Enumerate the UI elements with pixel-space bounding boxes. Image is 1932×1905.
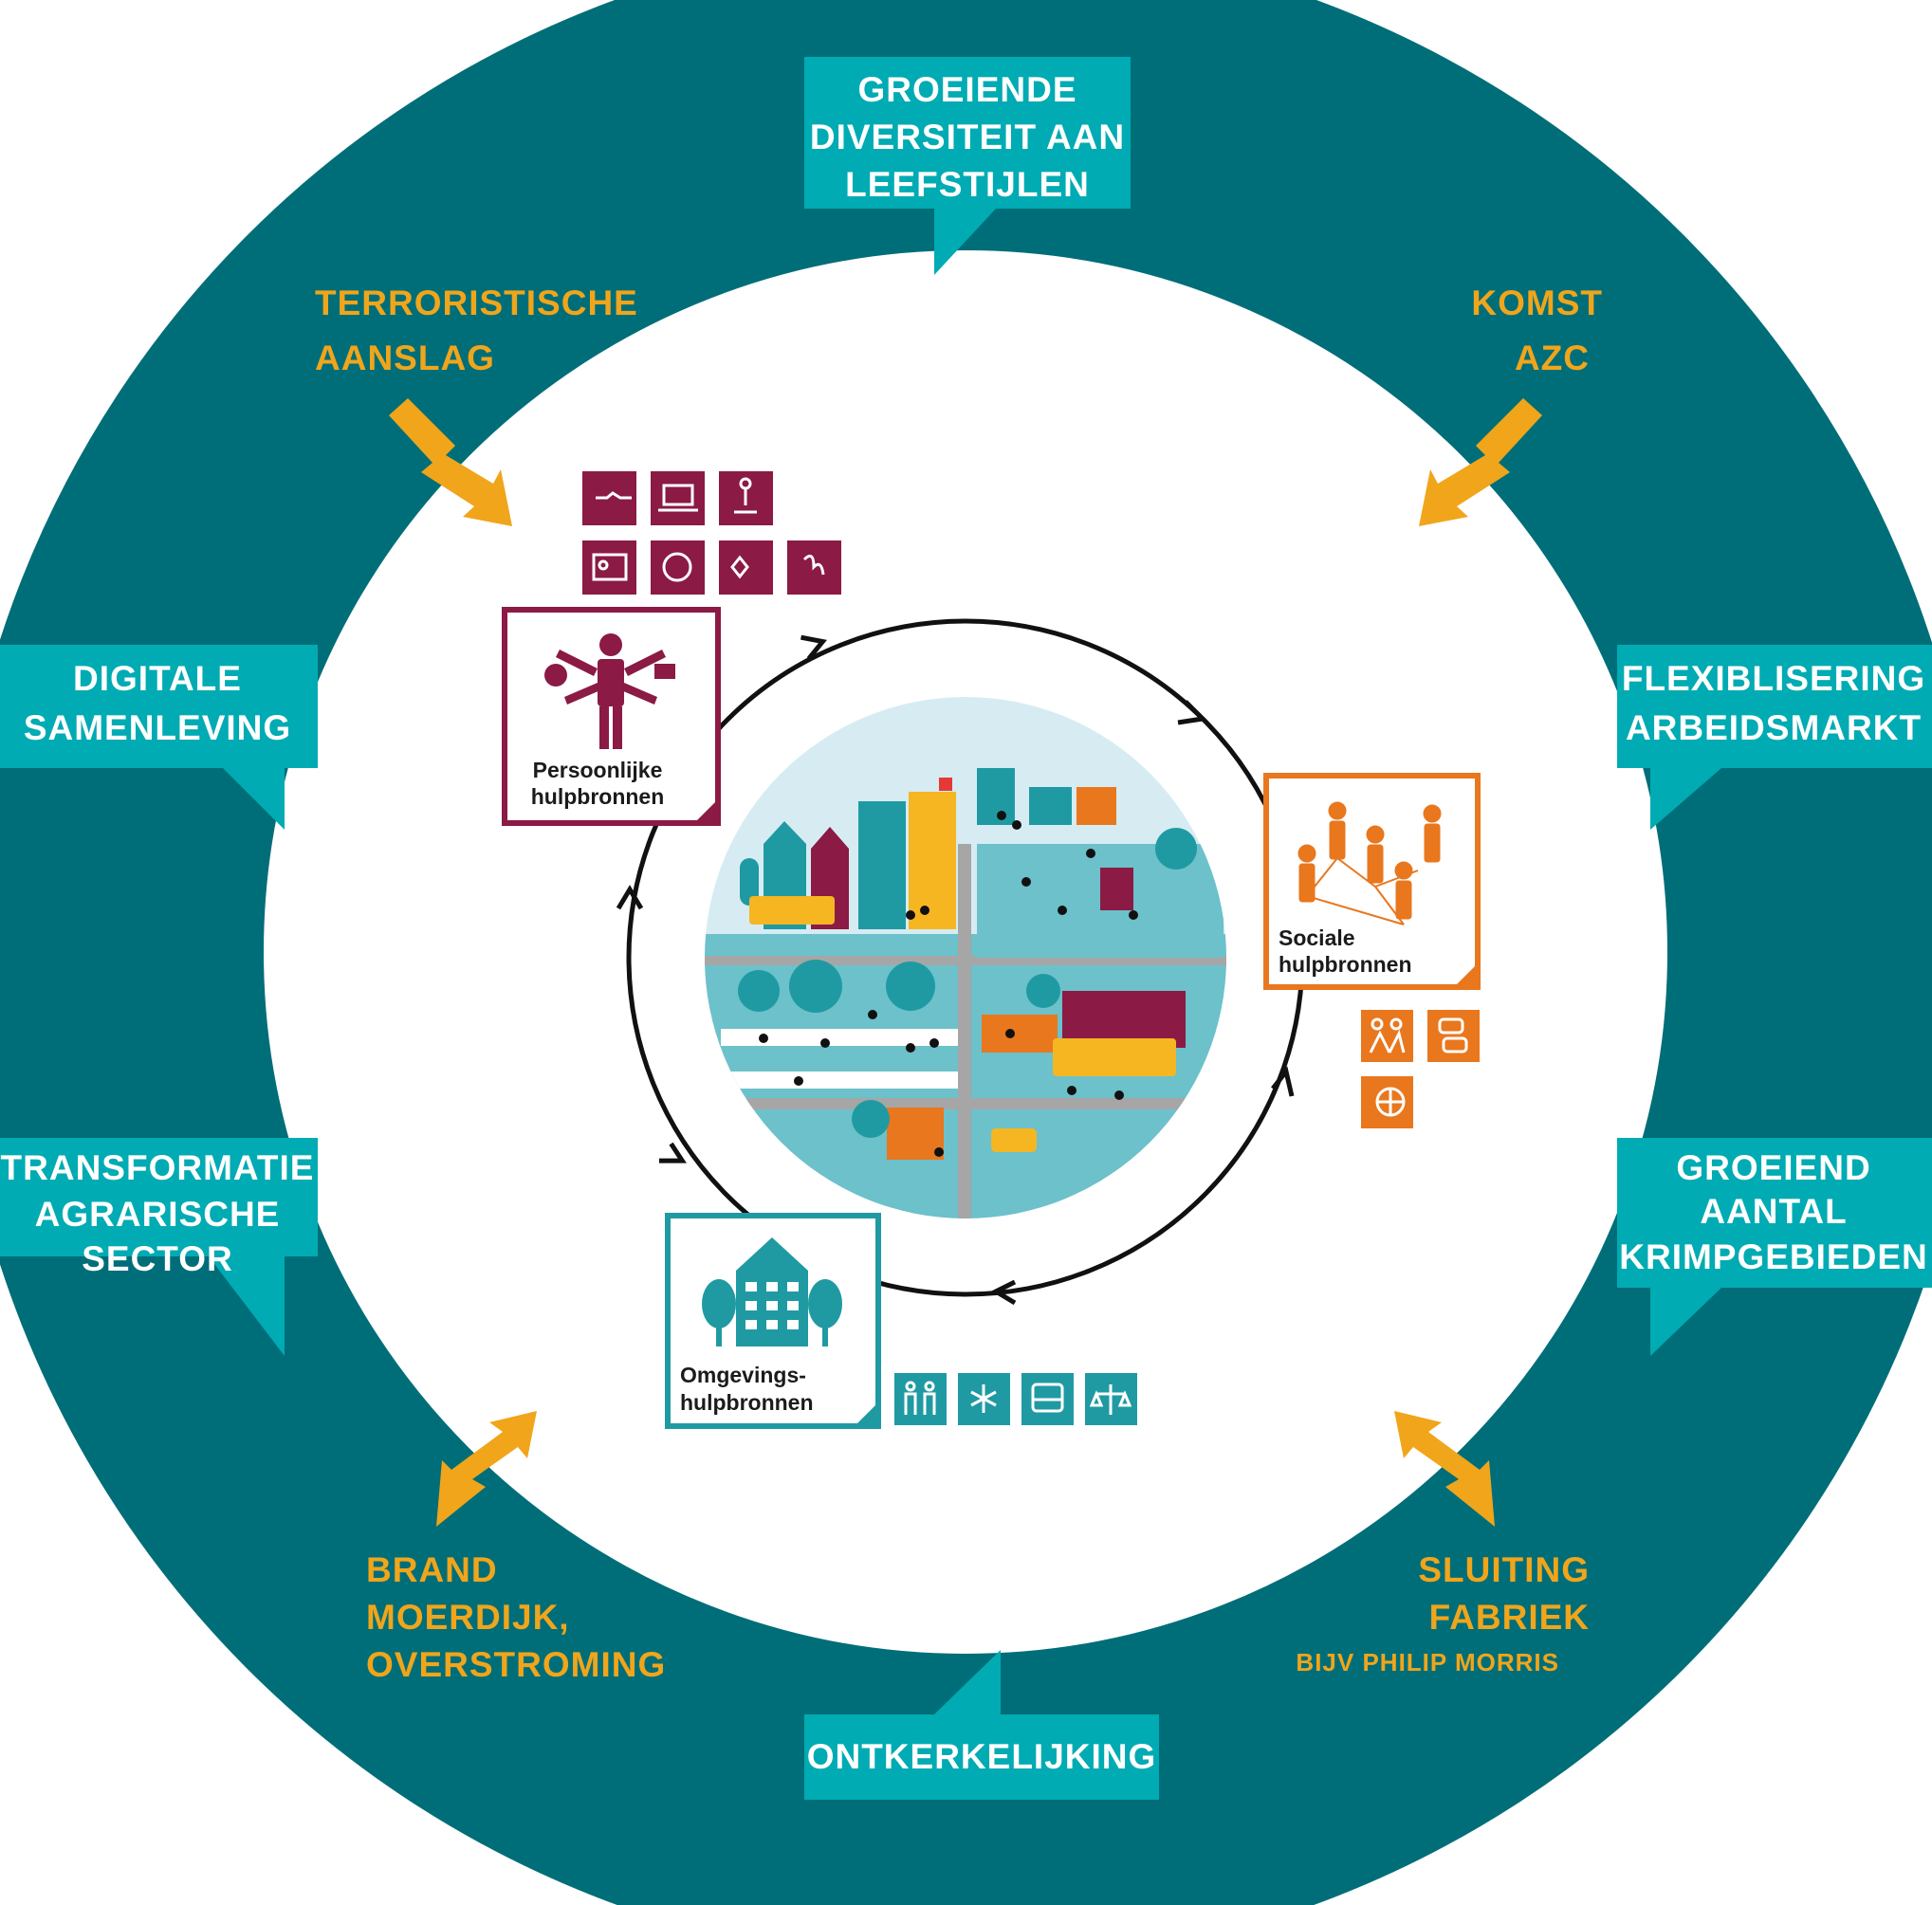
arrowhead-1 (800, 634, 827, 661)
bubble-right-lower-line-3: KRIMPGEBIEDEN (1619, 1237, 1927, 1276)
event-top-left-line-1: TERRORISTISCHE (315, 284, 638, 322)
apartment-trees-icon (702, 1237, 842, 1346)
bubble-right-lower: GROEIEND AANTAL KRIMPGEBIEDEN (1617, 1138, 1932, 1356)
arrowhead-6 (616, 885, 644, 910)
event-top-right-line-2: AZC (1515, 339, 1590, 377)
person-cycle-icon (651, 540, 705, 595)
bubble-right-upper-line-1: FLEXIBLISERING (1622, 659, 1925, 698)
bubble-bottom-line-1: ONTKERKELIJKING (807, 1737, 1157, 1776)
arrowhead-2 (1177, 700, 1208, 725)
social-icon-grid (1361, 1010, 1480, 1128)
house-orange (1076, 787, 1116, 825)
lightning-bottom-right-icon (1394, 1411, 1495, 1527)
bubble-left-lower-line-3: SECTOR (82, 1239, 233, 1278)
speech-bubbles-icon (1427, 1010, 1480, 1062)
card-personal: Persoonlijke hulpbronnen (502, 607, 721, 826)
bubble-left-upper-line-2: SAMENLEVING (24, 708, 291, 747)
building-tall-yellow (909, 792, 956, 929)
bubble-right-lower-line-1: GROEIEND (1676, 1148, 1870, 1187)
bubble-top-line-2: DIVERSITEIT AAN (810, 118, 1125, 156)
arrowhead-5 (658, 1142, 687, 1163)
bubble-right-lower-line-2: AANTAL (1700, 1192, 1847, 1231)
school-bus (749, 896, 835, 925)
building-tall-teal (858, 801, 906, 929)
bubble-left-lower-line-2: AGRARISCHE (35, 1195, 281, 1234)
event-bottom-right: SLUITING FABRIEK BIJV PHILIP MORRIS (1296, 1550, 1590, 1676)
cycle-arrowheads (616, 634, 1295, 1306)
house-teal (977, 768, 1015, 825)
playground-slide (1100, 868, 1133, 910)
school-bus-2 (1053, 1038, 1176, 1076)
taxi (991, 1128, 1037, 1152)
event-top-left-line-2: AANSLAG (315, 339, 495, 377)
event-bottom-right-note: BIJV PHILIP MORRIS (1296, 1648, 1559, 1676)
id-card-icon (582, 540, 636, 595)
card-environment: Omgevings- hulpbronnen (665, 1213, 881, 1429)
bubble-top-line-3: LEEFSTIJLEN (845, 165, 1090, 204)
arrowhead-4 (990, 1279, 1017, 1306)
house-teal-2 (1029, 787, 1072, 825)
card-personal-line-1: Persoonlijke (533, 758, 663, 782)
house-orange-bottom (887, 1108, 944, 1160)
laptop-check-icon (651, 471, 705, 525)
bubble-top-line-1: GROEIENDE (857, 70, 1076, 109)
town-illustration (705, 697, 1226, 1218)
event-bottom-left: BRAND MOERDIJK, OVERSTROMING (366, 1550, 666, 1684)
bubble-right-upper-line-2: ARBEIDSMARKT (1626, 708, 1922, 747)
personal-icon-grid (582, 471, 841, 595)
lightning-top-right-icon (1419, 398, 1542, 526)
bubble-left-lower-line-1: TRANSFORMATIE (1, 1148, 315, 1187)
event-bottom-left-line-2: MOERDIJK, (366, 1598, 570, 1637)
people-helping-icon (1361, 1010, 1413, 1062)
caregivers-icon (894, 1373, 947, 1425)
event-bottom-right-line-1: SLUITING (1418, 1550, 1590, 1589)
event-top-left: TERRORISTISCHE AANSLAG (315, 284, 638, 377)
lightning-top-left-icon (389, 398, 512, 526)
card-social-line-1: Sociale (1279, 925, 1355, 950)
event-top-right-line-1: KOMST (1471, 284, 1603, 322)
card-social: Sociale hulpbronnen (1263, 773, 1481, 990)
bubble-left-lower: TRANSFORMATIE AGRARISCHE SECTOR (0, 1138, 318, 1356)
card-environment-line-2: hulpbronnen (680, 1390, 814, 1415)
arrowhead-3 (1271, 1066, 1295, 1097)
multitasking-person-icon (544, 633, 675, 749)
event-bottom-right-line-2: FABRIEK (1429, 1598, 1590, 1637)
event-top-right: KOMST AZC (1471, 284, 1603, 377)
bubble-left-upper: DIGITALE SAMENLEVING (0, 645, 318, 830)
lightning-bottom-left-icon (436, 1411, 537, 1527)
card-social-line-2: hulpbronnen (1279, 952, 1412, 977)
bubble-right-upper: FLEXIBLISERING ARBEIDSMARKT (1617, 645, 1932, 830)
event-bottom-left-line-1: BRAND (366, 1550, 498, 1589)
bubble-left-upper-line-1: DIGITALE (73, 659, 242, 698)
card-personal-line-2: hulpbronnen (531, 784, 665, 809)
bubble-bottom: ONTKERKELIJKING (804, 1650, 1159, 1800)
bubble-top: GROEIENDE DIVERSITEIT AAN LEEFSTIJLEN (804, 57, 1131, 275)
environment-icon-grid (894, 1373, 1137, 1425)
card-environment-line-1: Omgevings- (680, 1363, 806, 1387)
social-network-icon (1297, 801, 1442, 925)
event-bottom-left-line-3: OVERSTROMING (366, 1645, 666, 1684)
